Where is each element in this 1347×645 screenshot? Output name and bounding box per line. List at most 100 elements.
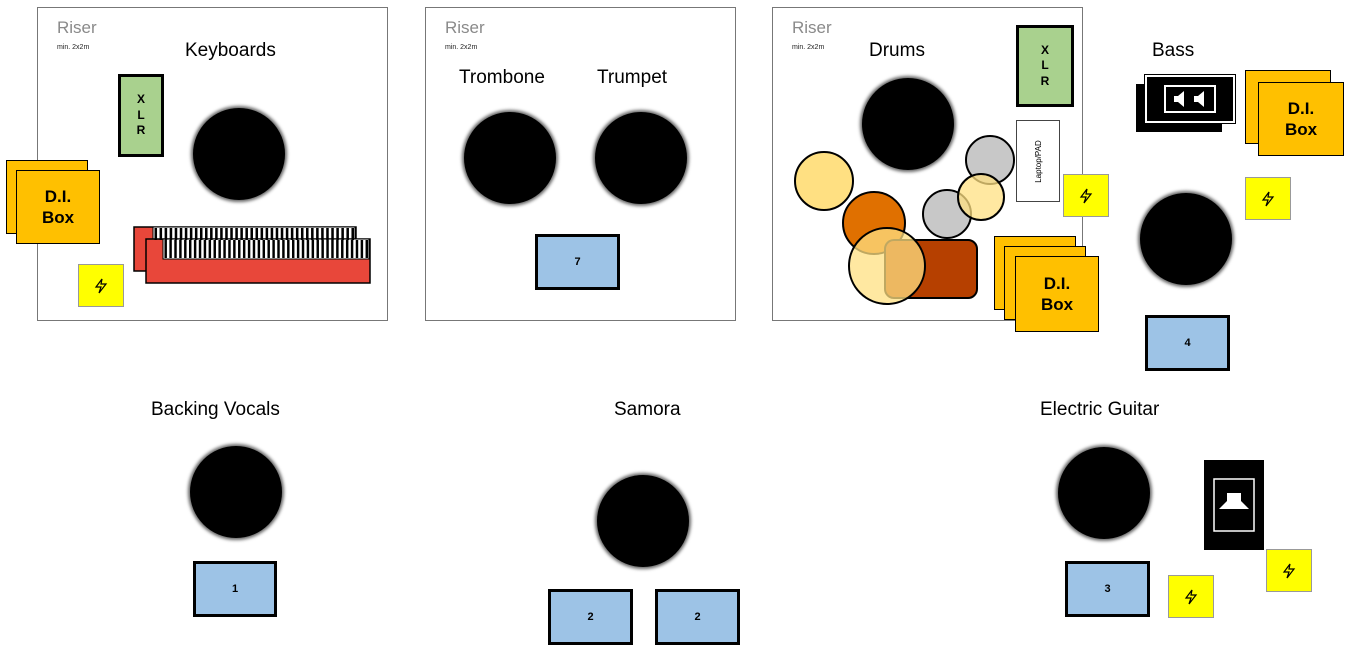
piano-key — [341, 240, 344, 258]
piano-key — [336, 240, 339, 258]
wedge-monitor-icon: 1 — [193, 561, 277, 617]
xlr-l: L — [1041, 58, 1049, 73]
piano-key — [341, 228, 344, 240]
piano-key — [242, 240, 246, 258]
drums-label: Drums — [869, 40, 925, 61]
piano-key — [235, 228, 238, 240]
samora-label: Samora — [614, 399, 681, 420]
di-box-icon: D.I. Box — [1015, 256, 1099, 332]
di-box-label-line1: D.I. — [1043, 273, 1071, 293]
piano-key — [331, 240, 334, 258]
piano-key — [360, 240, 364, 258]
power-outlet-icon — [1245, 177, 1291, 220]
piano-key — [179, 228, 183, 240]
piano-key — [245, 228, 248, 240]
microphone-stand-icon — [1058, 447, 1150, 539]
piano-key — [189, 228, 193, 240]
piano-key — [179, 240, 182, 258]
piano-key — [290, 228, 294, 240]
piano-key — [321, 228, 324, 240]
piano-key — [280, 228, 284, 240]
piano-key — [164, 228, 168, 240]
piano-key — [300, 228, 304, 240]
piano-key — [250, 228, 253, 240]
piano-key — [287, 240, 290, 258]
piano-key — [233, 240, 236, 258]
wedge-monitor-icon: 2 — [548, 589, 633, 645]
piano-key — [311, 240, 315, 258]
trumpet-label: Trumpet — [597, 67, 668, 88]
di-box-label-line2: Box — [41, 208, 75, 227]
piano-key — [240, 228, 243, 240]
monitor-number: 2 — [694, 611, 701, 623]
piano-key — [228, 240, 231, 258]
keyboards-label: Keyboards — [185, 40, 276, 61]
piano-key — [184, 228, 188, 240]
microphone-stand-icon — [190, 446, 282, 538]
piano-key — [301, 240, 305, 258]
piano-key — [255, 228, 259, 240]
monitor-number: 4 — [1184, 337, 1191, 349]
riser-label: Riser — [445, 18, 485, 37]
piano-key — [277, 240, 280, 258]
piano-key — [164, 240, 167, 258]
piano-key — [296, 240, 300, 258]
xlr-x: X — [1040, 42, 1049, 57]
piano-key — [223, 240, 226, 258]
microphone-stand-icon — [193, 108, 285, 200]
piano-key — [184, 240, 187, 258]
piano-key — [210, 228, 213, 240]
piano-key — [321, 240, 324, 258]
piano-key — [199, 228, 203, 240]
bass-label: Bass — [1152, 40, 1195, 61]
piano-key — [316, 228, 319, 240]
piano-key — [326, 240, 329, 258]
microphone-stand-icon — [597, 475, 689, 567]
microphone-stand-icon — [862, 78, 954, 170]
piano-key — [154, 228, 158, 240]
di-box-label-line1: D.I. — [1287, 98, 1315, 118]
piano-key — [198, 240, 202, 258]
piano-key — [247, 240, 251, 258]
wedge-monitor-icon: 3 — [1065, 561, 1150, 617]
piano-key — [267, 240, 270, 258]
piano-key — [260, 228, 264, 240]
piano-key — [282, 240, 285, 258]
piano-key — [194, 228, 198, 240]
piano-key — [159, 228, 163, 240]
piano-key — [345, 240, 349, 258]
monitor-number: 3 — [1104, 583, 1111, 595]
piano-key — [291, 240, 295, 258]
xlr-connector-icon: X L R — [118, 74, 164, 157]
piano-key — [252, 240, 256, 258]
piano-key — [203, 240, 207, 258]
piano-key — [331, 228, 334, 240]
piano-key — [285, 228, 289, 240]
piano-key — [306, 228, 309, 240]
microphone-stand-icon — [1140, 193, 1232, 285]
di-box-label-line2: Box — [1040, 295, 1074, 314]
piano-key — [270, 228, 274, 240]
bass-amp-icon — [1144, 74, 1236, 124]
piano-key — [350, 240, 354, 258]
piano-key — [215, 228, 218, 240]
piano-key — [355, 240, 359, 258]
cymbal-icon — [848, 227, 926, 305]
xlr-r: R — [136, 123, 146, 138]
piano-key — [257, 240, 261, 258]
piano-key — [220, 228, 223, 240]
piano-key — [169, 228, 173, 240]
wedge-monitor-icon: 4 — [1145, 315, 1230, 371]
monitor-number: 1 — [231, 583, 239, 595]
cymbal-icon — [957, 173, 1005, 221]
xlr-x: X — [136, 92, 145, 107]
piano-key — [205, 228, 208, 240]
piano-key — [336, 228, 339, 240]
riser-sublabel: min. 2x2m — [792, 44, 825, 51]
piano-key — [238, 240, 241, 258]
di-box-icon: D.I. Box — [1258, 82, 1344, 156]
backing-vocals-label: Backing Vocals — [151, 399, 280, 420]
piano-key — [230, 228, 233, 240]
piano-key — [326, 228, 329, 240]
microphone-stand-icon — [595, 112, 687, 204]
